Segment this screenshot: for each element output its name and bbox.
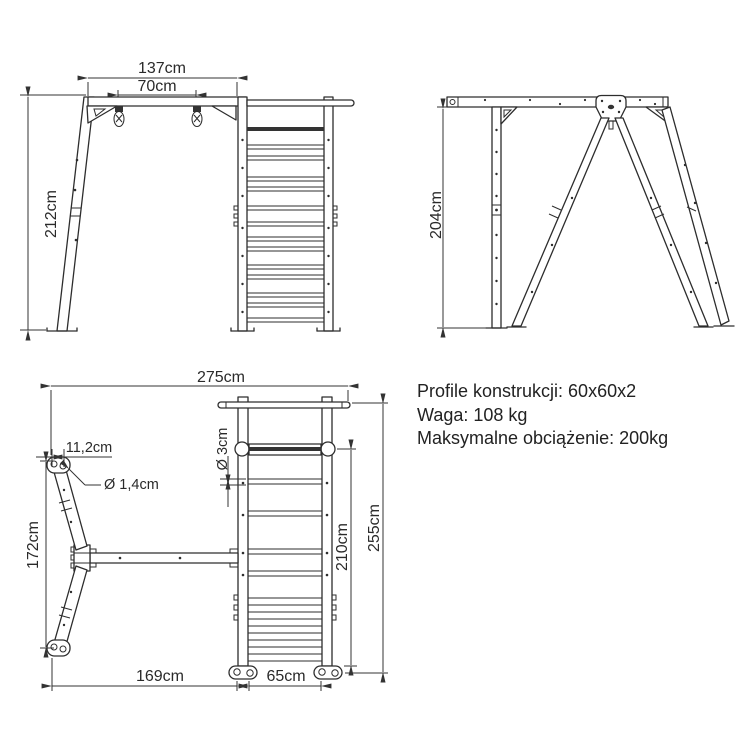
dim-label-leg-spread: 172cm (25, 521, 42, 569)
dim-label-hole-diameter: Ø 1,4cm (104, 477, 159, 493)
spec-weight: Waga: 108 kg (417, 405, 527, 425)
monkey-rungs (248, 597, 322, 662)
front-view: 204cm (428, 94, 735, 338)
plan-view: 275cm (25, 369, 388, 691)
side-view: 137cm 70cm 212cm (20, 60, 355, 341)
dim-label-beam-length: 137cm (138, 60, 186, 77)
dim-label-ladder-width: 65cm (266, 668, 305, 685)
dim-label-side-height: 212cm (43, 190, 60, 238)
spec-max-load: Maksymalne obciążenie: 200kg (417, 428, 668, 448)
dim-label-rung-diameter: Ø 3cm (215, 428, 231, 471)
swing-hook-right (191, 106, 203, 127)
dim-label-hook-spacing: 70cm (137, 78, 176, 95)
post-bolts (241, 138, 330, 314)
swing-hook-left (113, 106, 125, 127)
front-post-bolts (495, 128, 498, 306)
dim-label-beam-span: 169cm (136, 668, 184, 685)
wall-bar-rungs (246, 144, 325, 323)
dim-label-front-height: 204cm (428, 191, 445, 239)
spec-profile: Profile konstrukcji: 60x60x2 (417, 381, 636, 401)
spec-block: Profile konstrukcji: 60x60x2 Waga: 108 k… (417, 381, 668, 448)
dim-label-plate-width: 11,2cm (66, 440, 112, 456)
dim-label-ladder-height: 210cm (334, 523, 351, 571)
dim-label-total-length: 275cm (197, 369, 245, 386)
dim-label-overall-height: 255cm (366, 504, 383, 552)
